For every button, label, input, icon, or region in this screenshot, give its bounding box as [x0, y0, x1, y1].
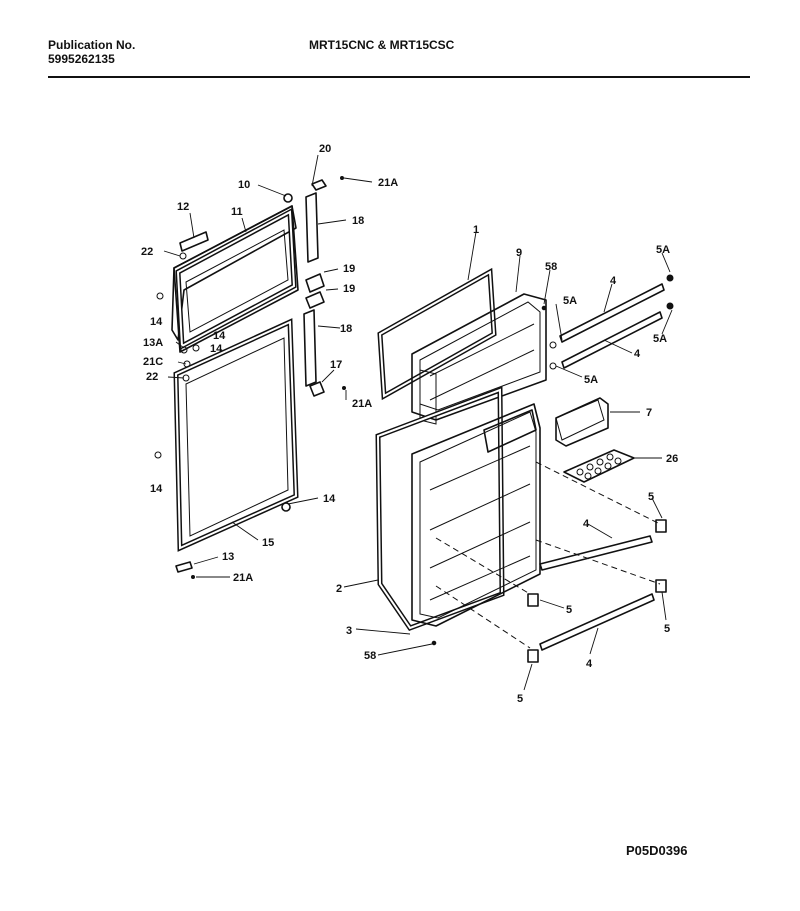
- diagram-id: P05D0396: [626, 843, 688, 858]
- upper-door-inner-liner: [411, 293, 547, 425]
- lower-door-inner-liner: [411, 403, 541, 627]
- upper-door-handle-part: [179, 231, 209, 252]
- callout-5a-a: 5A: [656, 244, 670, 256]
- leader-lines: [163, 154, 673, 691]
- callout-7: 7: [646, 407, 652, 419]
- callout-22-top: 22: [141, 246, 153, 258]
- publication-number: 5995262135: [48, 52, 115, 66]
- callout-3: 3: [346, 625, 352, 637]
- callout-15: 15: [262, 537, 274, 549]
- callout-14-a: 14: [150, 316, 163, 328]
- callout-21a-bot: 21A: [233, 572, 253, 584]
- callout-58-top: 58: [545, 261, 557, 273]
- callout-14-b: 14: [213, 330, 226, 342]
- callout-5-b: 5: [566, 604, 572, 616]
- callout-2: 2: [336, 583, 342, 595]
- callout-10: 10: [238, 179, 250, 191]
- model-numbers: MRT15CNC & MRT15CSC: [309, 38, 455, 52]
- callout-21a-mid: 21A: [352, 398, 372, 410]
- callout-18-b: 18: [340, 323, 352, 335]
- header-rule: [48, 76, 750, 78]
- callout-19-a: 19: [343, 263, 355, 275]
- callout-14-d: 14: [150, 483, 163, 495]
- callout-5a-c: 5A: [653, 333, 667, 345]
- callout-14-e: 14: [323, 493, 336, 505]
- callout-4-b: 4: [634, 348, 641, 360]
- callout-13: 13: [222, 551, 234, 563]
- lower-door-gasket: [375, 386, 505, 632]
- alignment-dashes: [435, 461, 661, 649]
- callout-12: 12: [177, 201, 189, 213]
- callout-5a-d: 5A: [584, 374, 598, 386]
- callout-20: 20: [319, 143, 331, 155]
- callout-21a-top: 21A: [378, 177, 398, 189]
- callout-9: 9: [516, 247, 522, 259]
- callout-17: 17: [330, 359, 342, 371]
- lower-door-liner-panel: [173, 318, 299, 552]
- callout-labels: 20 21A 10 12 11 18 22 19 19 14 13A 14 14…: [141, 143, 678, 705]
- callout-5-d: 5: [517, 693, 523, 705]
- callout-5-a: 5: [648, 491, 654, 503]
- callout-1: 1: [473, 224, 479, 236]
- callout-4-d: 4: [586, 658, 593, 670]
- callout-11: 11: [231, 206, 243, 218]
- upper-door-liner-panel: [171, 205, 299, 353]
- egg-tray-part: [563, 449, 635, 483]
- callout-13a: 13A: [143, 337, 163, 349]
- callout-22-b: 22: [146, 371, 158, 383]
- upper-door-gasket: [377, 267, 497, 401]
- door-hinge-trim-upper: [303, 192, 325, 387]
- callout-58-bot: 58: [364, 650, 376, 662]
- small-hardware: [154, 176, 346, 579]
- callout-14-c: 14: [210, 343, 223, 355]
- callout-5a-b: 5A: [563, 295, 577, 307]
- callout-21c: 21C: [143, 356, 163, 368]
- callout-26: 26: [666, 453, 678, 465]
- rail-end-caps: [431, 274, 674, 663]
- callout-5-c: 5: [664, 623, 670, 635]
- callout-19-b: 19: [343, 283, 355, 295]
- callout-4-c: 4: [583, 518, 590, 530]
- butter-dish-part: [555, 397, 609, 447]
- callout-18-top: 18: [352, 215, 364, 227]
- shelf-rails: [539, 283, 665, 651]
- callout-4-a: 4: [610, 275, 617, 287]
- publication-label: Publication No.: [48, 38, 136, 52]
